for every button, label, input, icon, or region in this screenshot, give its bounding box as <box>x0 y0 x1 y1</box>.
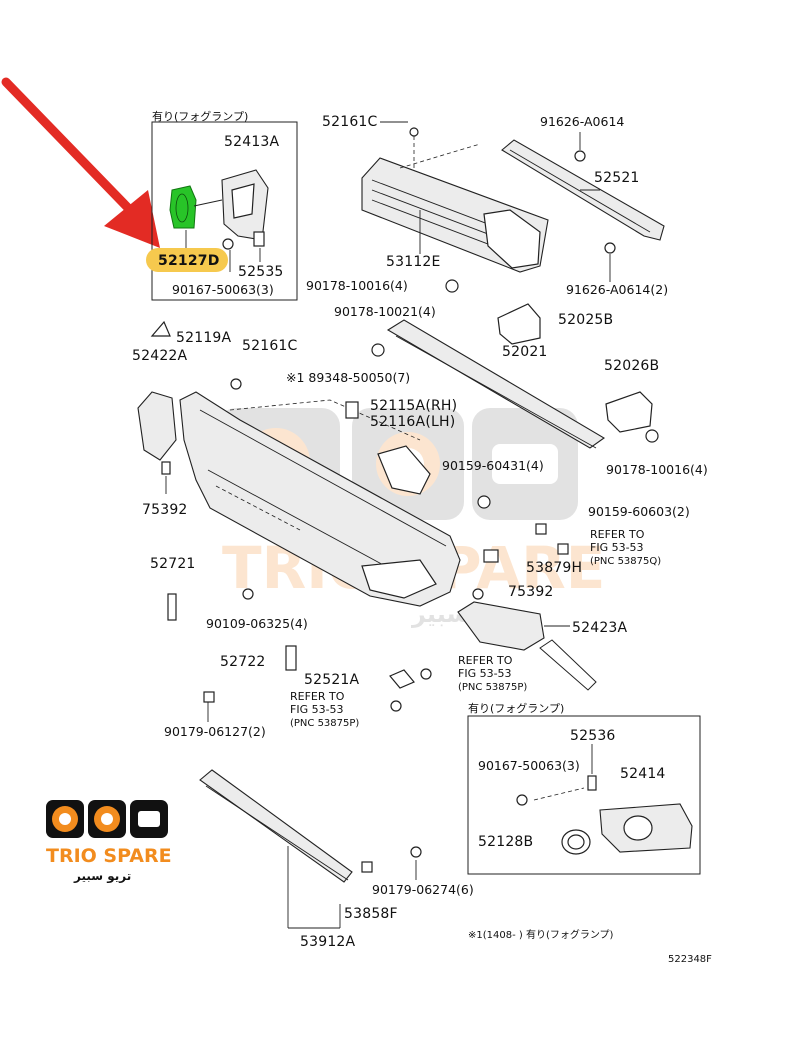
label-52128B: 52128B <box>478 834 533 850</box>
label-91626-bottom: 91626-A0614(2) <box>566 282 668 297</box>
label-52127D: 52127D <box>158 253 220 269</box>
label-52161C-top: 52161C <box>322 114 378 130</box>
label-refer2-line2: FIG 53-53 <box>290 703 344 716</box>
logo-brand: TRIO SPARE <box>46 845 172 867</box>
label-refer3-line1: REFER TO <box>458 654 513 667</box>
label-refer3-line3: (PNC 53875P) <box>458 682 527 693</box>
lower-spoiler-53912A <box>199 769 422 929</box>
label-90109: 90109-06325(4) <box>206 616 308 631</box>
label-refer3-line2: FIG 53-53 <box>458 667 512 680</box>
label-91626-top: 91626-A0614 <box>540 114 624 129</box>
label-90178-10016-right: 90178-10016(4) <box>606 462 708 477</box>
label-52116A: 52116A(LH) <box>370 414 455 430</box>
label-52021: 52021 <box>502 344 548 360</box>
label-90178-10021: 90178-10021(4) <box>334 304 436 319</box>
label-90167-top: 90167-50063(3) <box>172 282 274 297</box>
clips <box>203 645 432 722</box>
retainer-52521 <box>501 132 665 282</box>
label-90159-60603: 90159-60603(2) <box>588 504 690 519</box>
grille-assembly <box>361 127 549 273</box>
label-53879H: 53879H <box>526 560 582 576</box>
label-52025B: 52025B <box>558 312 613 328</box>
label-52422A: 52422A <box>132 348 188 364</box>
footnote: ※1(1408- ) 有り(フォグランプ) <box>468 928 614 941</box>
label-52026B: 52026B <box>604 358 659 374</box>
label-refer1-line2: FIG 53-53 <box>590 541 644 554</box>
label-52521: 52521 <box>594 170 640 186</box>
label-52161C-mid: 52161C <box>242 338 298 354</box>
reinforcement-52021 <box>371 279 659 449</box>
end-piece-52422A <box>137 320 177 621</box>
label-52722: 52722 <box>220 654 266 670</box>
label-refer2-line1: REFER TO <box>290 690 345 703</box>
label-89348: ※1 89348-50050(7) <box>286 370 410 385</box>
label-53858F: 53858F <box>344 906 398 922</box>
label-90179-06274: 90179-06274(6) <box>372 882 474 897</box>
label-52536: 52536 <box>570 728 616 744</box>
label-53112E: 53112E <box>386 254 441 270</box>
label-52413A: 52413A <box>224 134 280 150</box>
label-refer2-line3: (PNC 53875P) <box>290 718 359 729</box>
logo-brand-arabic: تريو سبير <box>73 869 131 884</box>
trio-spare-logo: TRIO SPARE تريو سبير <box>46 800 172 884</box>
label-refer1-line3: (PNC 53875Q) <box>590 556 661 567</box>
inset-bottom-note: 有り(フォグランプ) <box>468 701 564 715</box>
pointer-arrow <box>1 77 160 248</box>
label-52119A: 52119A <box>176 330 232 346</box>
label-52535: 52535 <box>238 264 284 280</box>
label-90159-60431: 90159-60431(4) <box>442 458 544 473</box>
label-52521A: 52521A <box>304 672 360 688</box>
inset-box-top: 有り(フォグランプ) <box>146 109 298 301</box>
label-52423A: 52423A <box>572 620 628 636</box>
label-75392-right: 75392 <box>508 584 554 600</box>
label-90178-10016-top: 90178-10016(4) <box>306 278 408 293</box>
inset-top-note: 有り(フォグランプ) <box>152 109 248 123</box>
bumper-cover-52119A <box>179 378 569 607</box>
label-90167-bottom: 90167-50063(3) <box>478 758 580 773</box>
label-52115A: 52115A(RH) <box>370 398 457 414</box>
fog-cover-52423A <box>457 588 597 691</box>
inset-box-bottom: 有り(フォグランプ) <box>467 701 701 875</box>
label-refer1-line1: REFER TO <box>590 528 645 541</box>
label-53912A: 53912A <box>300 934 356 950</box>
label-52414: 52414 <box>620 766 666 782</box>
label-90179-06127: 90179-06127(2) <box>164 724 266 739</box>
label-52721: 52721 <box>150 556 196 572</box>
diagram-code: 522348F <box>668 954 712 965</box>
label-75392-left: 75392 <box>142 502 188 518</box>
